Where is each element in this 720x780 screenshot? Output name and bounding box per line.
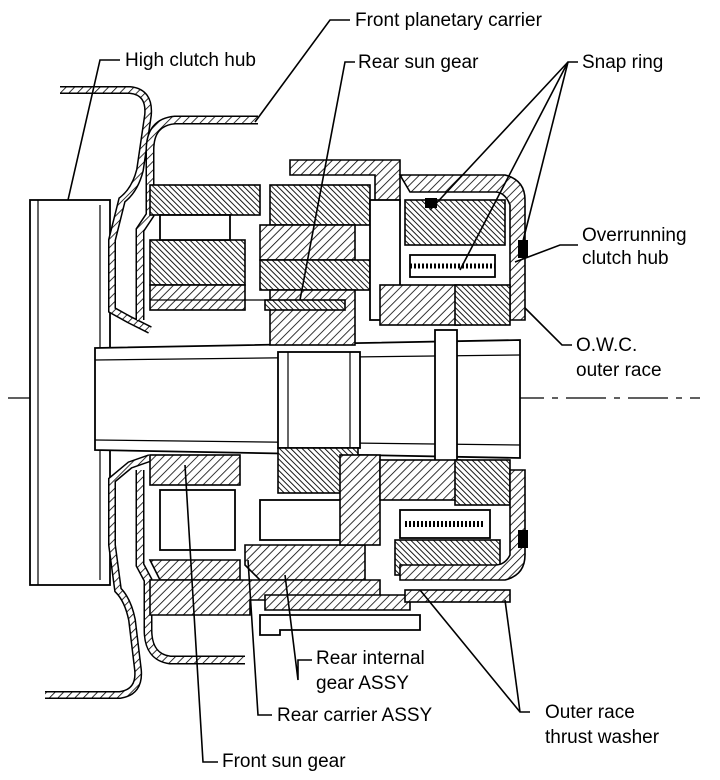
rear-internal-gear-assy <box>149 579 421 636</box>
front-pinion-lower <box>148 454 241 581</box>
label-overrunning-clutch-hub-line2: clutch hub <box>582 248 669 269</box>
main-shaft <box>94 329 521 471</box>
leader-lines <box>67 19 578 763</box>
overrunning-clutch-upper <box>379 174 526 326</box>
label-rear-internal-gear-line2: gear ASSY <box>316 673 409 694</box>
label-rear-sun-gear: Rear sun gear <box>358 52 479 73</box>
front-pinion-upper <box>149 184 270 311</box>
snap-ring-icon <box>518 240 528 258</box>
labels: Front planetary carrier High clutch hub … <box>125 10 687 772</box>
label-overrunning-clutch-hub-line1: Overrunning <box>582 225 687 246</box>
assembly-drawing <box>8 86 700 699</box>
label-thrust-washer-line2: thrust washer <box>545 727 660 748</box>
label-rear-carrier-assy: Rear carrier ASSY <box>277 705 433 726</box>
label-front-planetary-carrier: Front planetary carrier <box>355 10 543 31</box>
high-clutch-hub-shell <box>45 86 153 699</box>
label-front-sun-gear: Front sun gear <box>222 751 346 772</box>
rear-carrier-lower <box>244 447 381 581</box>
label-outer-race-line1: Outer race <box>545 702 635 723</box>
label-high-clutch-hub: High clutch hub <box>125 50 256 71</box>
label-owc-outer-race-line1: O.W.C. <box>576 335 637 356</box>
rear-carrier-upper <box>259 159 401 346</box>
label-rear-internal-gear-line1: Rear internal <box>316 648 425 669</box>
label-owc-outer-race-line2: outer race <box>576 360 662 381</box>
overrunning-clutch-lower <box>379 459 526 603</box>
label-snap-ring: Snap ring <box>582 52 663 73</box>
